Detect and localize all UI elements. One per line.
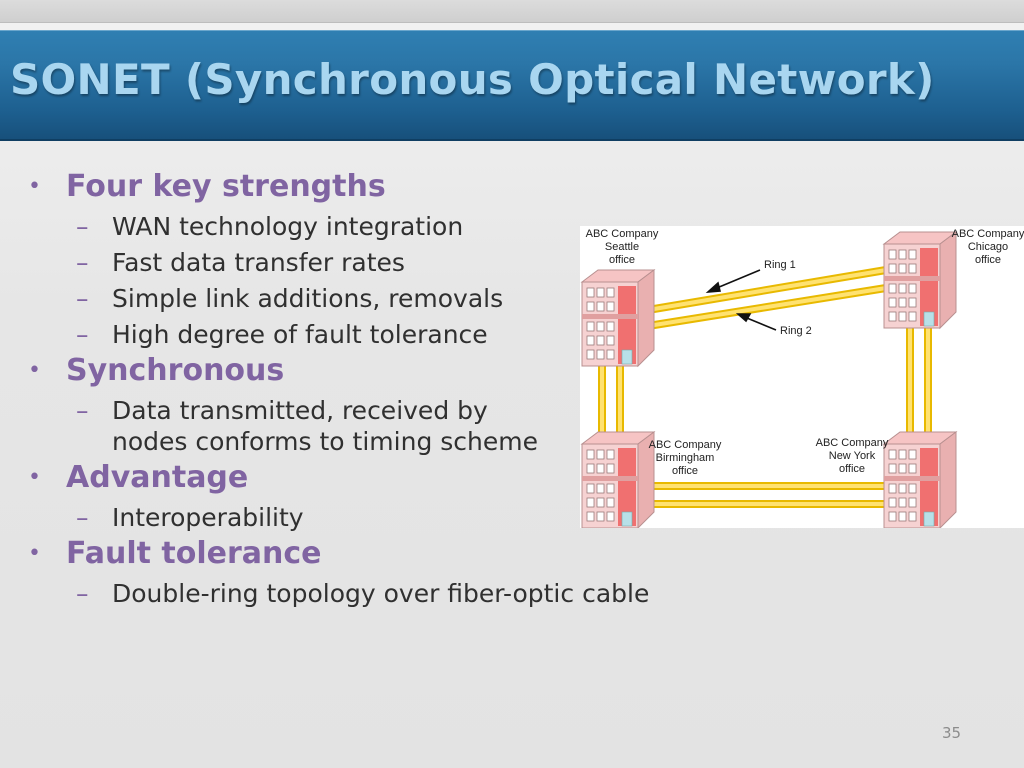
bullet-fault-tolerance: • Fault tolerance (28, 535, 588, 573)
sub-bullet: –WAN technology integration (28, 211, 588, 242)
building-icon (883, 431, 957, 529)
slide-number: 35 (942, 724, 962, 742)
sub-bullet-text: Data transmitted, received by nodes conf… (112, 396, 538, 456)
bullet-text: Synchronous (66, 353, 285, 388)
sub-bullet: –Simple link additions, removals (28, 283, 588, 314)
building-icon (883, 231, 957, 329)
building-icon (581, 431, 655, 529)
office-label: New York (829, 450, 876, 462)
slide-title: SONET (Synchronous Optical Network) (10, 55, 935, 104)
sub-bullet-text: Interoperability (112, 503, 304, 532)
dash-icon: – (76, 579, 89, 608)
office-label: Seattle (605, 241, 639, 253)
dash-icon: – (76, 212, 89, 241)
sub-bullet: –Fast data transfer rates (28, 247, 588, 278)
office-label: office (839, 463, 865, 475)
dash-icon: – (76, 503, 89, 532)
bullet-list: • Four key strengths –WAN technology int… (28, 166, 649, 609)
sub-bullet: –Interoperability (28, 502, 588, 533)
sonet-ring-diagram: Ring 1 Ring 2 ABC Company Seattle office… (580, 226, 1024, 529)
sub-bullet: –Data transmitted, received by nodes con… (28, 395, 542, 457)
office-label: Chicago (968, 241, 1008, 253)
sub-bullet-text: Fast data transfer rates (112, 248, 405, 277)
ring2-label: Ring 2 (780, 325, 812, 337)
ring1-label: Ring 1 (764, 259, 796, 271)
office-label: office (672, 465, 698, 477)
office-label: office (975, 254, 1001, 266)
bullet-text: Four key strengths (66, 169, 386, 204)
window-top-strip (0, 0, 1024, 23)
sub-bullet: –Double-ring topology over fiber-optic c… (28, 578, 792, 609)
bullet-dot-icon: • (28, 541, 41, 566)
bullet-synchronous: • Synchronous (28, 352, 588, 390)
sub-bullet: –High degree of fault tolerance (28, 319, 588, 350)
office-label: ABC Company (649, 439, 722, 451)
office-label: office (609, 254, 635, 266)
dash-icon: – (76, 284, 89, 313)
dash-icon: – (76, 248, 89, 277)
bullet-text: Fault tolerance (66, 536, 322, 571)
office-label: Birmingham (656, 452, 715, 464)
bullet-text: Advantage (66, 460, 249, 495)
sub-bullet-text: WAN technology integration (112, 212, 464, 241)
sub-bullet-text: High degree of fault tolerance (112, 320, 488, 349)
bullet-advantage: • Advantage (28, 459, 588, 497)
title-band (0, 30, 1024, 141)
dash-icon: – (76, 320, 89, 349)
office-label: ABC Company (816, 437, 889, 449)
bullet-four-key-strengths: • Four key strengths (28, 168, 588, 206)
office-label: ABC Company (586, 228, 659, 240)
bullet-dot-icon: • (28, 358, 41, 383)
building-icon (581, 269, 655, 367)
office-label: ABC Company (952, 228, 1024, 240)
bullet-dot-icon: • (28, 174, 41, 199)
bullet-dot-icon: • (28, 465, 41, 490)
dash-icon: – (76, 396, 89, 425)
sub-bullet-text: Simple link additions, removals (112, 284, 504, 313)
sonet-ring-diagram-svg: Ring 1 Ring 2 ABC Company Seattle office… (581, 228, 1024, 529)
sub-bullet-text: Double-ring topology over fiber-optic ca… (112, 579, 650, 608)
